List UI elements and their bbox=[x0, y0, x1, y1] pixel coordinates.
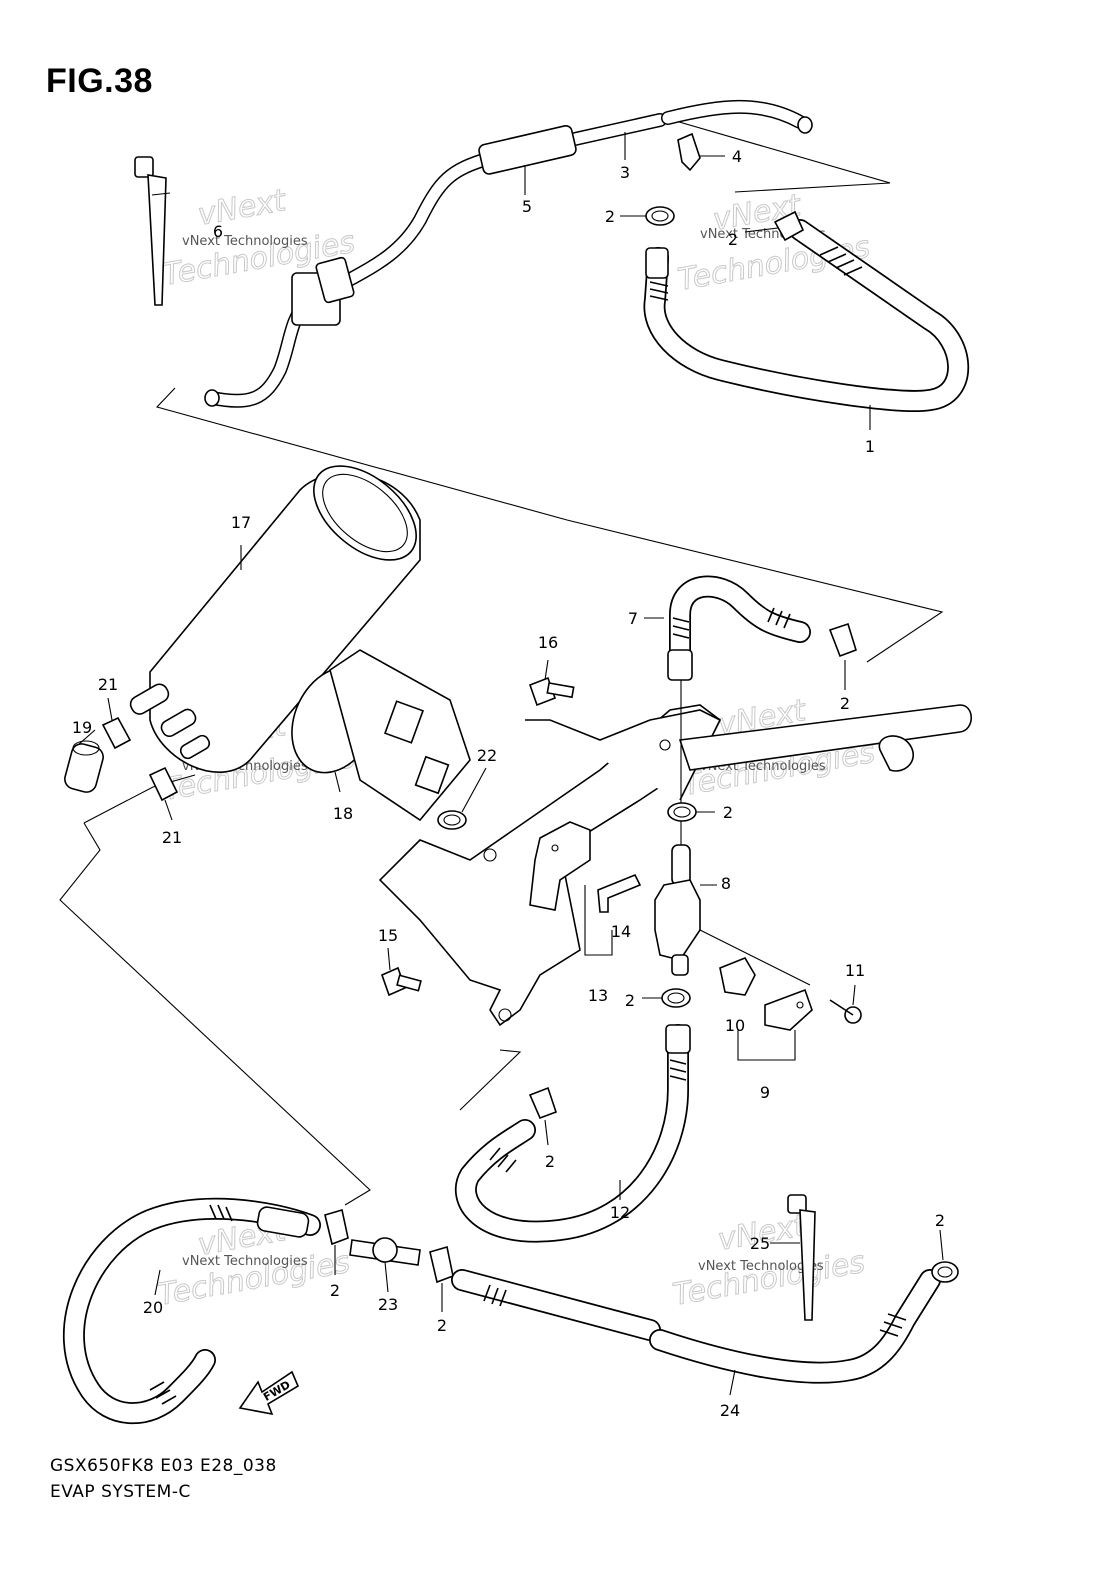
callout-23: 23 bbox=[378, 1295, 398, 1314]
hose-end-cap bbox=[797, 116, 813, 134]
callout-2: 2 bbox=[437, 1316, 447, 1335]
clamp-22 bbox=[437, 810, 467, 830]
svg-text:Technologies: Technologies bbox=[670, 1245, 867, 1313]
watermarks: vNext Technologies vNext Technologies vN… bbox=[155, 182, 878, 1313]
svg-text:vNext: vNext bbox=[195, 183, 289, 233]
callout-2: 2 bbox=[935, 1211, 945, 1230]
clip-4 bbox=[677, 132, 725, 172]
clamp-2-upper bbox=[645, 206, 675, 226]
spring-coil-left bbox=[649, 281, 669, 301]
svg-text:vNext Technologies: vNext Technologies bbox=[698, 1259, 824, 1274]
spring-coil-right bbox=[819, 246, 863, 276]
callout-2: 2 bbox=[545, 1152, 555, 1171]
canister-port-b bbox=[160, 708, 197, 738]
callout-12: 12 bbox=[610, 1203, 630, 1222]
leader-lines bbox=[77, 132, 944, 1396]
callout-22: 22 bbox=[477, 746, 497, 765]
cable-tie-6 bbox=[134, 156, 171, 306]
clamp-2-hose7 bbox=[828, 622, 857, 658]
callout-5: 5 bbox=[522, 197, 532, 216]
callout-14: 14 bbox=[611, 922, 631, 941]
callout-2: 2 bbox=[723, 803, 733, 822]
hose-7-spring-a bbox=[672, 617, 690, 639]
callout-2: 2 bbox=[728, 230, 738, 249]
bracket-13 bbox=[529, 821, 591, 911]
leader-9-mount bbox=[699, 929, 811, 986]
callout-8: 8 bbox=[721, 874, 731, 893]
clamp-2-hose12 bbox=[528, 1086, 558, 1120]
callout-13: 13 bbox=[588, 986, 608, 1005]
callout-2: 2 bbox=[330, 1281, 340, 1300]
svg-text:vNext Technologies: vNext Technologies bbox=[182, 234, 308, 249]
hose-7 bbox=[667, 575, 857, 681]
figure-name: EVAP SYSTEM-C bbox=[50, 1482, 191, 1502]
clamp-2-valve-bottom bbox=[661, 988, 691, 1008]
figure-code: GSX650FK8 E03 E28_038 bbox=[50, 1456, 277, 1476]
bolt-16 bbox=[528, 676, 575, 707]
callout-25: 25 bbox=[750, 1234, 770, 1253]
callout-9: 9 bbox=[760, 1083, 770, 1102]
callout-10: 10 bbox=[725, 1016, 745, 1035]
callout-3: 3 bbox=[620, 163, 630, 182]
callout-11: 11 bbox=[845, 961, 865, 980]
bracket-14 bbox=[597, 873, 642, 913]
leader-13 bbox=[584, 885, 613, 956]
watermark-bottom-right: vNext Technologies vNext Technologies bbox=[670, 1207, 868, 1313]
callout-1: 1 bbox=[865, 437, 875, 456]
hose-7-spring-b bbox=[767, 607, 791, 629]
leader-9 bbox=[737, 1030, 796, 1061]
callout-6: 6 bbox=[213, 222, 223, 241]
joint-23 bbox=[349, 1237, 421, 1266]
clamp-10 bbox=[719, 957, 813, 1031]
callout-21: 21 bbox=[98, 675, 118, 694]
clip-21-lower bbox=[148, 766, 179, 802]
callout-21: 21 bbox=[162, 828, 182, 847]
callouts: 1 2 2 3 4 5 6 17 7 2 16 21 19 21 18 22 2… bbox=[72, 147, 945, 1420]
canister-port-c bbox=[179, 734, 211, 760]
callout-2: 2 bbox=[840, 694, 850, 713]
canister-17 bbox=[129, 465, 421, 773]
callout-17: 17 bbox=[231, 513, 251, 532]
bolt-15 bbox=[380, 966, 422, 997]
hose-joint-19 bbox=[64, 740, 104, 793]
clamp-2-valve-top bbox=[667, 802, 697, 822]
canister-port-a bbox=[129, 683, 170, 715]
watermark-bottom-left: vNext Technologies vNext Technologies bbox=[155, 1212, 353, 1313]
callout-18: 18 bbox=[333, 804, 353, 823]
clamp-2-bottom-right bbox=[931, 1261, 959, 1283]
hose-1-end bbox=[645, 247, 669, 279]
callout-7: 7 bbox=[628, 609, 638, 628]
hose-24 bbox=[451, 1269, 941, 1384]
cable-tie-25 bbox=[787, 1194, 816, 1321]
svg-text:vNext Technologies: vNext Technologies bbox=[182, 1254, 308, 1269]
hose-20 bbox=[63, 1197, 321, 1425]
callout-16: 16 bbox=[538, 633, 558, 652]
callout-19: 19 bbox=[72, 718, 92, 737]
assembly-frame-lines bbox=[59, 114, 944, 1206]
clamp-2-joint-left bbox=[324, 1208, 349, 1246]
bracket-18 bbox=[291, 649, 471, 822]
callout-20: 20 bbox=[143, 1298, 163, 1317]
clip-21-upper bbox=[101, 716, 132, 750]
figure-title: FIG.38 bbox=[46, 62, 153, 100]
fwd-arrow-icon: FWD bbox=[238, 1370, 300, 1416]
hose-sleeve-5 bbox=[478, 124, 577, 175]
callout-2: 2 bbox=[605, 207, 615, 226]
upper-purge-hose bbox=[204, 99, 813, 408]
callout-24: 24 bbox=[720, 1401, 740, 1420]
callout-15: 15 bbox=[378, 926, 398, 945]
clamp-2-joint-right bbox=[429, 1245, 454, 1284]
clamp-2-upper-right bbox=[773, 210, 805, 242]
callout-4: 4 bbox=[732, 147, 742, 166]
hose-1 bbox=[643, 210, 970, 412]
callout-2: 2 bbox=[625, 991, 635, 1010]
watermark-top-right: vNext Technologies vNext Technologies bbox=[675, 187, 873, 298]
screw-11 bbox=[829, 999, 862, 1024]
hose-12 bbox=[454, 1024, 691, 1243]
